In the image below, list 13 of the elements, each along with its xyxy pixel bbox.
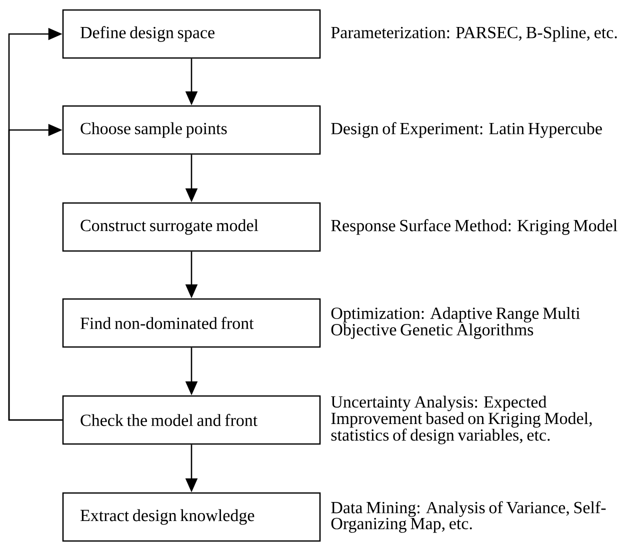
description-text: Design of Experiment: Latin Hypercube — [331, 122, 602, 138]
process-box: Define design space — [62, 9, 321, 59]
description-text: Data Mining: Analysis of Variance, Self-Organizing Map, etc. — [331, 501, 606, 533]
process-box: Choose sample points — [62, 105, 321, 155]
description-text: Response Surface Method: Kriging Model — [331, 219, 618, 235]
description-text: Optimization: Adaptive Range Multi Objective Genetic Algorithms — [331, 307, 580, 339]
description-text: Parameterization: PARSEC, B-Spline, etc. — [331, 26, 617, 42]
process-box: Construct surrogate model — [62, 202, 321, 252]
description-text: Uncertainty Analysis: Expected Improvement based on Kriging Model, statistics of design variables, etc. — [331, 396, 592, 444]
process-box: Find non-dominated front — [62, 298, 321, 348]
process-box: Check the model and front — [62, 395, 321, 445]
process-box: Extract design knowledge — [62, 492, 321, 542]
feedback-arrow — [8, 124, 62, 421]
